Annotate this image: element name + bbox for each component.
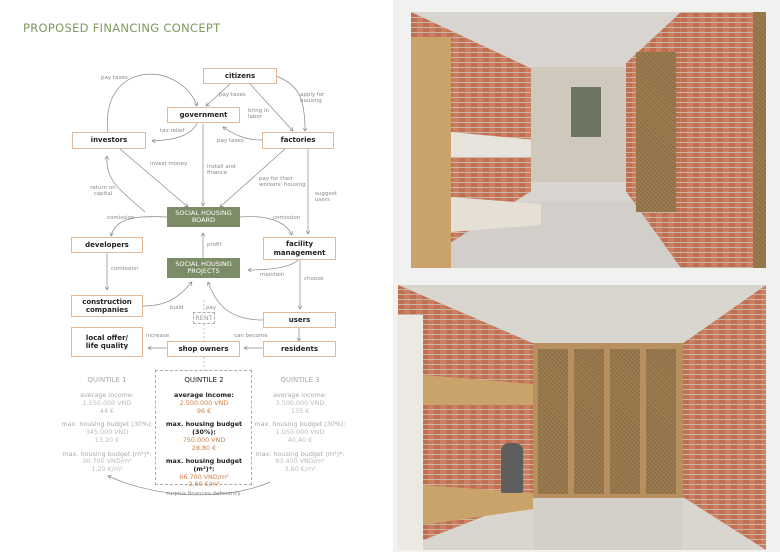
node-residents: residents [263, 341, 336, 357]
node-factories: factories [262, 132, 334, 149]
m2-eur: 2,60 €/m² [188, 480, 220, 489]
income-vnd: 3.500.000 VND [275, 399, 325, 408]
diagram-arrows [0, 73, 393, 496]
edge-label: build [170, 305, 184, 311]
budget-label: max. housing budget (30%): [165, 420, 243, 437]
edge-label: pay taxes [217, 138, 244, 144]
node-investors: investors [72, 132, 146, 149]
m2-label: max. housing budget (m²)*: [165, 457, 243, 473]
edge-label: invest money [150, 161, 188, 167]
edge-label: bring in labor [248, 108, 270, 121]
income-eur: 44 € [99, 406, 115, 415]
node-users: users [263, 312, 336, 328]
edge-label: profit [207, 242, 222, 248]
edge-label: tax relief [160, 128, 185, 134]
edge-label: comission [273, 215, 301, 221]
edge-label: maintain [260, 272, 285, 278]
edge-label: install and finance [207, 164, 236, 177]
m2-label: max. housing budget (m²)*: [62, 449, 152, 458]
income-vnd: 2.500.000 VND [179, 399, 229, 408]
budget-vnd: 750.000 VND [182, 435, 226, 444]
income-vnd: 1.150.000 VND [82, 399, 132, 408]
quintile-2: QUINTILE 2 average income: 2.500.000 VND… [156, 376, 252, 489]
edge-label: comission [107, 215, 135, 221]
edge-label: choose [304, 276, 324, 282]
edge-label: increase [146, 333, 170, 339]
node-shop-owners: shop owners [167, 341, 240, 357]
edge-label: pay taxes [219, 92, 246, 98]
quintile-1: QUINTILE 1 average income: 1.150.000 VND… [59, 376, 155, 474]
m2-eur: 1,20 €/m² [91, 464, 123, 473]
quintile-title: QUINTILE 2 [184, 376, 224, 384]
rendering-room [398, 285, 766, 550]
m2-vnd: 93.400 VND/m² [275, 457, 325, 466]
node-social-housing-board: SOCIAL HOUSING BOARD [167, 207, 240, 227]
edge-label: apply for housing [300, 92, 325, 105]
income-label: average income: [273, 391, 327, 400]
edge-label-surplus: surplus finances deficiency [166, 491, 241, 497]
node-government: government [167, 107, 240, 123]
edge-label: pay taxes [101, 75, 128, 81]
budget-label: max. housing budget (30%): [254, 420, 346, 429]
m2-eur: 3,60 €/m² [284, 464, 316, 473]
node-construction-companies: construction companies [71, 295, 143, 317]
budget-vnd: 1.050.000 VND [275, 428, 325, 437]
m2-vnd: 66.700 VND/m² [179, 472, 229, 481]
income-label: average income: [80, 391, 134, 400]
budget-eur: 28,80 € [191, 443, 217, 452]
edge-label: pay [206, 305, 217, 311]
rendering-corridor [411, 12, 766, 268]
edge-label: can become [234, 333, 268, 339]
budget-label: max. housing budget (30%): [61, 420, 153, 429]
budget-vnd: 345.000 VND [85, 428, 129, 437]
quintile-3: QUINTILE 3 average income: 3.500.000 VND… [252, 376, 348, 474]
edge-label: pay for their workers' housing [259, 176, 306, 189]
income-label: average income: [174, 391, 234, 400]
income-eur: 135 € [290, 406, 310, 415]
node-developers: developers [71, 237, 143, 253]
edge-label: comission [111, 266, 139, 272]
edge-label: suggest users [315, 191, 337, 204]
income-eur: 96 € [196, 406, 212, 415]
node-citizens: citizens [203, 68, 277, 84]
budget-eur: 13,20 € [94, 435, 120, 444]
budget-eur: 40,40 € [287, 435, 313, 444]
quintile-2-highlight [155, 370, 252, 485]
quintile-title: QUINTILE 1 [87, 376, 127, 384]
renderings-page [393, 0, 780, 552]
node-facility-management: facility management [263, 237, 336, 260]
edge-label: return on capital [90, 185, 116, 198]
page-title: PROPOSED FINANCING CONCEPT [23, 21, 221, 35]
quintile-title: QUINTILE 3 [280, 376, 320, 384]
m2-label: max. housing budget (m²)*: [255, 449, 345, 458]
m2-vnd: 30.700 VND/m² [82, 457, 132, 466]
node-local-offer: local offer/ life quality [71, 327, 143, 357]
node-social-housing-projects: SOCIAL HOUSING PROJECTS [167, 258, 240, 278]
financing-concept-page: PROPOSED FINANCING CONCEPT [0, 21, 393, 497]
node-rent: RENT [193, 312, 215, 324]
